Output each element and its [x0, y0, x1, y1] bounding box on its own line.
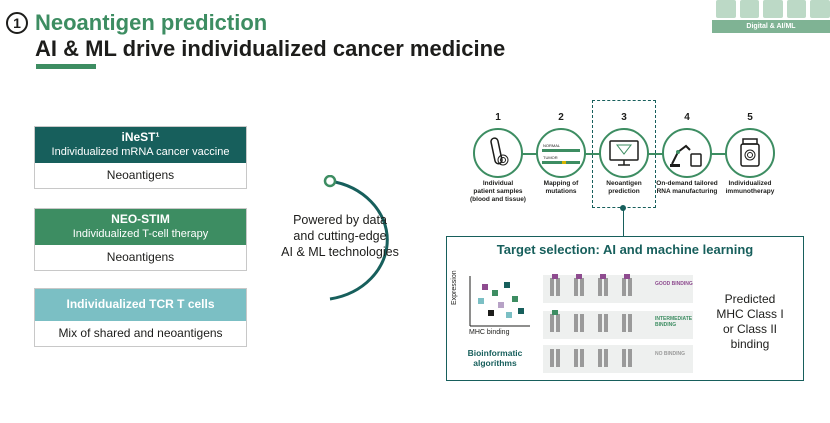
sequence-normal-label: NORMAL [543, 143, 561, 148]
step-caption-line: Individual [482, 180, 514, 187]
bioinformatic-algorithms-label: Bioinformatic algorithms [461, 348, 529, 368]
step-caption-line: mutations [545, 188, 577, 195]
step-circle: NORMAL TUMOR [536, 128, 586, 178]
binding-row-none [543, 345, 693, 373]
section-number: 1 [6, 12, 28, 34]
pred-line: or Class II [722, 322, 777, 336]
step-caption: Individualized immunotherapy [712, 180, 788, 196]
category-icon [786, 0, 807, 18]
category-icons [716, 0, 830, 20]
step-panel-connector [623, 208, 624, 236]
bio-line: algorithms [473, 358, 517, 368]
card-header: NEO-STIM Individualized T-cell therapy [35, 209, 246, 245]
powered-line: Powered by data [293, 213, 387, 227]
card-footer: Neoantigens [106, 250, 175, 264]
card-title: Individualized TCR T cells [66, 297, 215, 311]
card-footer: Neoantigens [106, 168, 175, 182]
connector-dot [620, 205, 626, 211]
step-number: 2 [558, 112, 564, 123]
page-subtitle: AI & ML drive individualized cancer medi… [35, 36, 506, 61]
step-caption-line: Individualized [728, 180, 772, 187]
card-header: iNeST¹ Individualized mRNA cancer vaccin… [35, 127, 246, 163]
bio-line: Bioinformatic [467, 348, 523, 358]
intermediate-binding-label: INTERMEDIATE BINDING [655, 316, 693, 328]
card-title: NEO-STIM [111, 212, 170, 226]
step-number: 5 [747, 112, 753, 123]
step-number: 4 [684, 112, 690, 123]
powered-text: Powered by data and cutting-edge AI & ML… [255, 212, 425, 260]
step-caption-line: Mapping of [543, 180, 579, 187]
binding-row-good [543, 275, 693, 303]
step-circle [599, 128, 649, 178]
card-tcr-t-cells: Individualized TCR T cells Mix of shared… [34, 288, 247, 347]
step-caption: Individual patient samples (blood and ti… [460, 180, 536, 204]
category-icon [763, 0, 783, 18]
robot-arm-icon [670, 144, 702, 167]
vial-fingerprint-icon [740, 138, 760, 167]
step-caption-line: Neoantigen [606, 180, 642, 187]
good-binding-label: GOOD BINDING [655, 281, 693, 287]
step-circle [473, 128, 523, 178]
panel-title: Target selection: AI and machine learnin… [496, 242, 754, 257]
page-title: Neoantigen prediction [35, 10, 268, 35]
binding-row-intermediate [543, 311, 693, 339]
step-caption: Mapping of mutations [523, 180, 599, 196]
card-neo-stim: NEO-STIM Individualized T-cell therapy N… [34, 208, 247, 271]
pred-line: binding [730, 337, 770, 351]
predicted-binding-text: Predicted MHC Class I or Class II bindin… [700, 292, 800, 352]
step-caption-line: immunotherapy [725, 188, 775, 195]
card-footer: Mix of shared and neoantigens [58, 326, 223, 340]
monitor-icon [609, 140, 639, 166]
expression-axis-label: Expression [451, 270, 458, 305]
card-subtitle: Individualized T-cell therapy [72, 228, 209, 240]
category-icon [810, 0, 830, 18]
category-icon [739, 0, 760, 18]
step-caption-line: (blood and tissue) [470, 196, 526, 203]
card-subtitle: Individualized mRNA cancer vaccine [51, 146, 230, 158]
mhc-molecules [550, 274, 632, 367]
step-circle [662, 128, 712, 178]
test-tube-fingerprint-icon [490, 137, 509, 166]
card-inest: iNeST¹ Individualized mRNA cancer vaccin… [34, 126, 247, 189]
step-number: 1 [495, 112, 501, 123]
pred-line: MHC Class I [716, 307, 784, 321]
sequence-icon: NORMAL TUMOR [542, 143, 580, 164]
category-icon [716, 0, 736, 18]
card-header: Individualized TCR T cells [35, 289, 246, 321]
title-underline [36, 64, 96, 69]
pred-line: Predicted [724, 292, 776, 306]
step-caption-line: RNA manufacturing [656, 188, 718, 195]
step-caption-line: patient samples [473, 188, 523, 195]
sequence-tumor-label: TUMOR [543, 155, 558, 160]
mhc-binding-axis-label: MHC binding [469, 329, 510, 336]
powered-line: and cutting-edge [293, 229, 387, 243]
card-title: iNeST¹ [121, 130, 160, 144]
no-binding-label: NO BINDING [655, 351, 685, 357]
step-caption-line: prediction [608, 188, 640, 195]
step-caption: Neoantigen prediction [586, 180, 662, 196]
scatter-illustration [469, 276, 530, 327]
step-circle [725, 128, 775, 178]
category-badge: Digital & AI/ML [712, 20, 830, 33]
powered-arc [323, 175, 389, 301]
powered-line: AI & ML technologies [281, 245, 399, 259]
step-caption: On-demand tailored RNA manufacturing [649, 180, 725, 196]
step-caption-line: On-demand tailored [656, 180, 718, 187]
step-number: 3 [621, 112, 627, 123]
